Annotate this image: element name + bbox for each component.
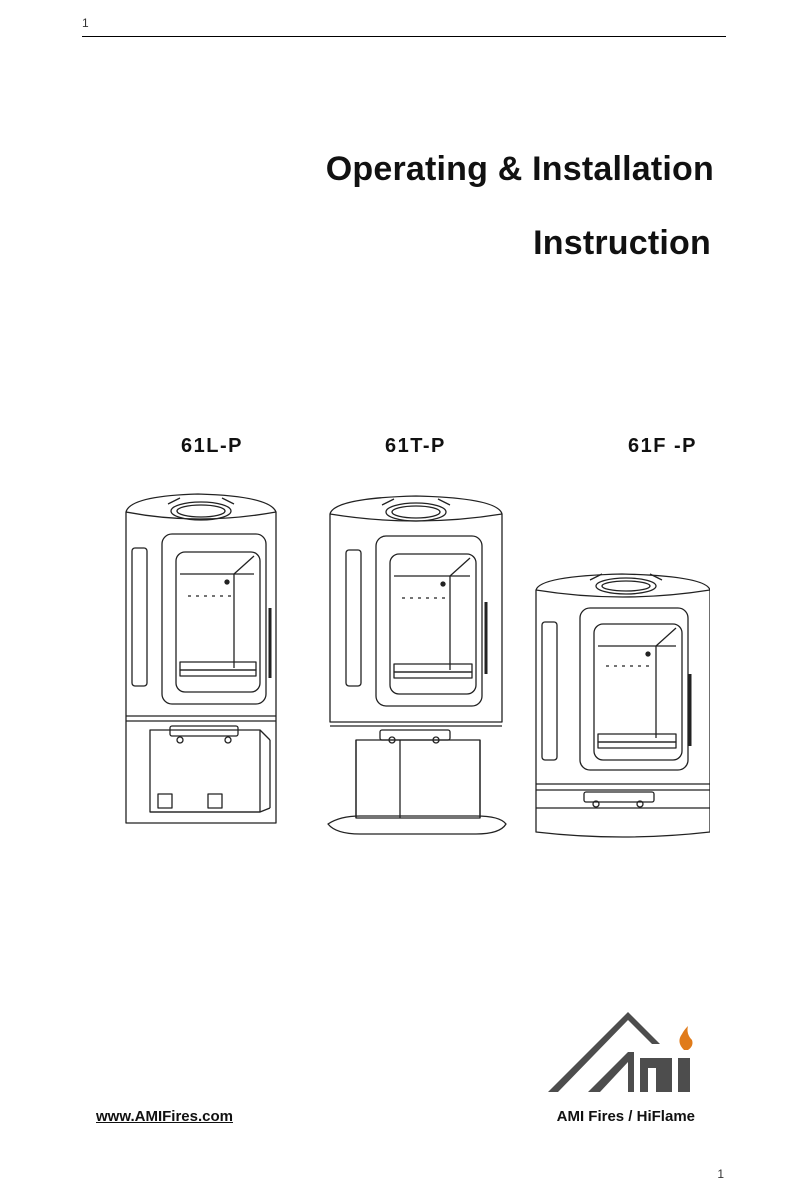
page-number-bottom: 1	[717, 1167, 724, 1181]
document-title-line-1: Operating & Installation	[325, 150, 714, 188]
model-label-61l-p: 61L-P	[181, 435, 243, 457]
logo-letter-i	[678, 1058, 690, 1092]
header-rule	[82, 36, 726, 37]
model-label-61f-p: 61F -P	[628, 435, 698, 457]
footer-brand: AMI Fires / HiFlame	[556, 1108, 695, 1125]
flame-icon	[679, 1026, 693, 1050]
page-number-top: 1	[82, 16, 89, 30]
logo-roof-mark	[548, 1012, 660, 1092]
model-label-61t-p: 61T-P	[385, 435, 446, 457]
footer-website-link[interactable]: www.AMIFires.com	[96, 1108, 233, 1125]
stove-61f-p-drawing	[535, 573, 710, 838]
stove-61l-p-drawing	[125, 493, 277, 824]
logo-letter-a	[588, 1052, 634, 1092]
document-title-line-2: Instruction	[533, 224, 711, 262]
stove-61t-p-drawing	[327, 495, 507, 835]
ami-logo	[548, 1012, 693, 1092]
stove-illustrations	[125, 493, 710, 838]
logo-window	[648, 1068, 656, 1092]
